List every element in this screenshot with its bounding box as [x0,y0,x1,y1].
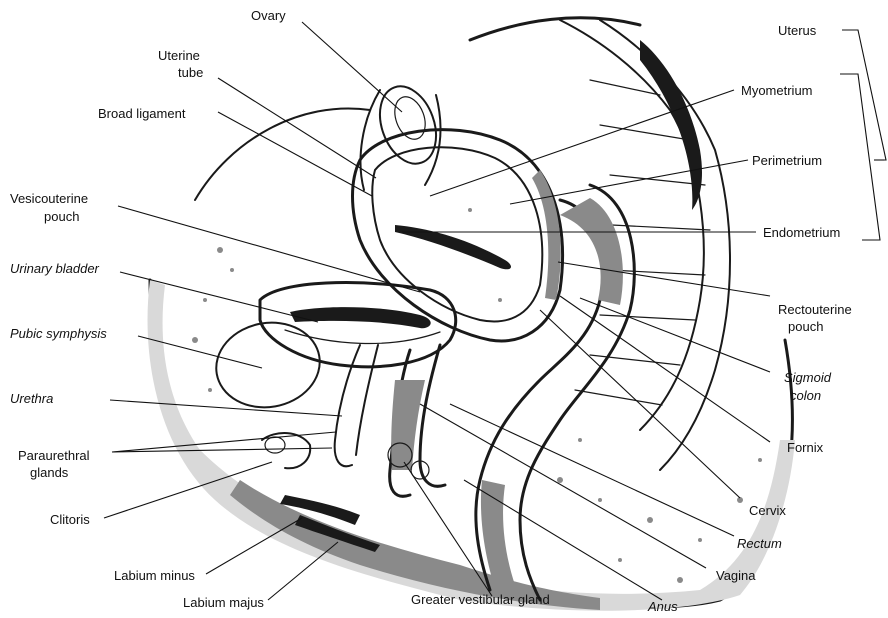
label-cervix: Cervix [749,503,786,518]
label-pubic-symphysis: Pubic symphysis [10,326,107,341]
labels: Ovary Uterine tube Broad ligament Vesico… [10,8,852,614]
drawing [148,18,795,611]
bracket-inner [840,74,880,240]
leader-broad-ligament [218,112,372,196]
leader-vagina [420,404,706,568]
label-uterine-tube-line1: Uterine [158,48,200,63]
leader-rectouterine-pouch [558,262,770,296]
label-sigmoid-colon-line2: colon [790,388,821,403]
label-paraurethral-glands-line2: glands [30,465,69,480]
pubic-symphysis-drawing [209,315,326,416]
label-vesicouterine-pouch-line1: Vesicouterine [10,191,88,206]
label-rectouterine-pouch-line2: pouch [788,319,823,334]
label-rectum: Rectum [737,536,782,551]
label-anus: Anus [647,599,678,614]
label-labium-majus: Labium majus [183,595,264,610]
label-greater-vestibular-gland: Greater vestibular gland [411,592,550,607]
label-vesicouterine-pouch-line2: pouch [44,209,79,224]
label-endometrium: Endometrium [763,225,840,240]
body-contour [150,280,792,608]
leader-urethra [110,400,342,416]
leader-sigmoid-colon [580,298,770,372]
bracket-outer [842,30,886,160]
sacrum [560,20,730,470]
label-clitoris: Clitoris [50,512,90,527]
label-uterus: Uterus [778,23,817,38]
leader-uterine-tube [218,78,376,178]
label-fornix: Fornix [787,440,824,455]
label-uterine-tube-line2: tube [178,65,203,80]
label-vagina: Vagina [716,568,756,583]
label-broad-ligament: Broad ligament [98,106,186,121]
label-urethra: Urethra [10,391,53,406]
label-rectouterine-pouch-line1: Rectouterine [778,302,852,317]
label-myometrium: Myometrium [741,83,813,98]
label-ovary: Ovary [251,8,286,23]
leader-ovary [302,22,402,112]
label-paraurethral-glands-line1: Paraurethral [18,448,90,463]
label-urinary-bladder: Urinary bladder [10,261,100,276]
label-labium-minus: Labium minus [114,568,195,583]
label-sigmoid-colon-line1: Sigmoid [784,370,832,385]
label-perimetrium: Perimetrium [752,153,822,168]
peritoneum-arc [195,108,370,200]
